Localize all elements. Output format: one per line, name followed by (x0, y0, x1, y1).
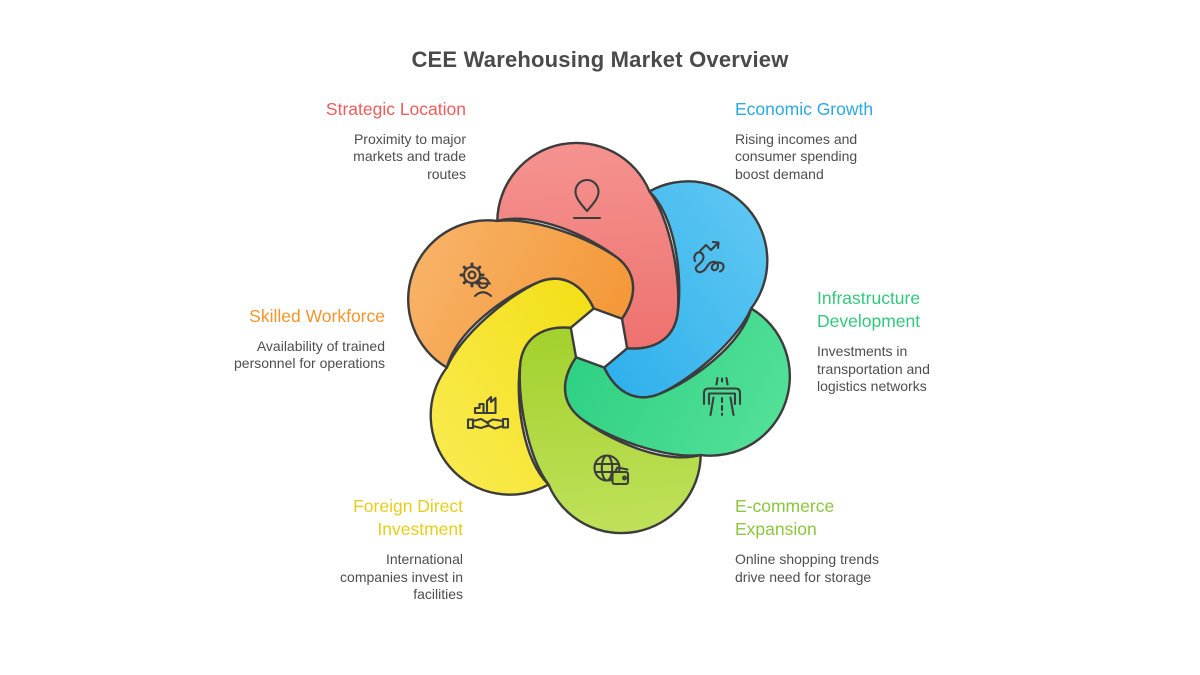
highway-icon (702, 376, 742, 417)
section-heading: E-commerce Expansion (735, 496, 835, 540)
gear-worker-icon (459, 262, 493, 298)
growth-scribble-icon (693, 240, 725, 274)
section-heading: Economic Growth (735, 99, 874, 119)
section-foreign-direct-investment: Foreign Direct Investment International … (293, 495, 463, 603)
section-e-commerce-expansion: E-commerce Expansion Online shopping tre… (735, 495, 915, 586)
factory-handshake-icon (466, 395, 510, 430)
page-title: CEE Warehousing Market Overview (411, 47, 789, 72)
section-infrastructure-development: Infrastructure Development Investments i… (817, 287, 967, 395)
section-heading: Foreign Direct Investment (353, 496, 463, 540)
section-heading: Skilled Workforce (249, 306, 385, 326)
section-strategic-location: Strategic Location Proximity to major ma… (276, 98, 466, 183)
section-heading: Strategic Location (325, 99, 466, 119)
section-heading: Infrastructure Development (817, 288, 921, 332)
section-description: Rising incomes and consumer spending boo… (735, 131, 858, 182)
location-pin-icon (572, 179, 602, 220)
section-description: Online shopping trends drive need for st… (735, 551, 879, 585)
section-economic-growth: Economic Growth Rising incomes and consu… (735, 98, 925, 183)
section-description: Investments in transportation and logist… (817, 343, 930, 394)
section-description: Availability of trained personnel for op… (234, 338, 385, 372)
section-description: Proximity to major markets and trade rou… (353, 131, 466, 182)
section-description: International companies invest in facili… (340, 551, 463, 602)
globe-wallet-icon (593, 454, 630, 486)
section-skilled-workforce: Skilled Workforce Availability of traine… (185, 305, 385, 373)
